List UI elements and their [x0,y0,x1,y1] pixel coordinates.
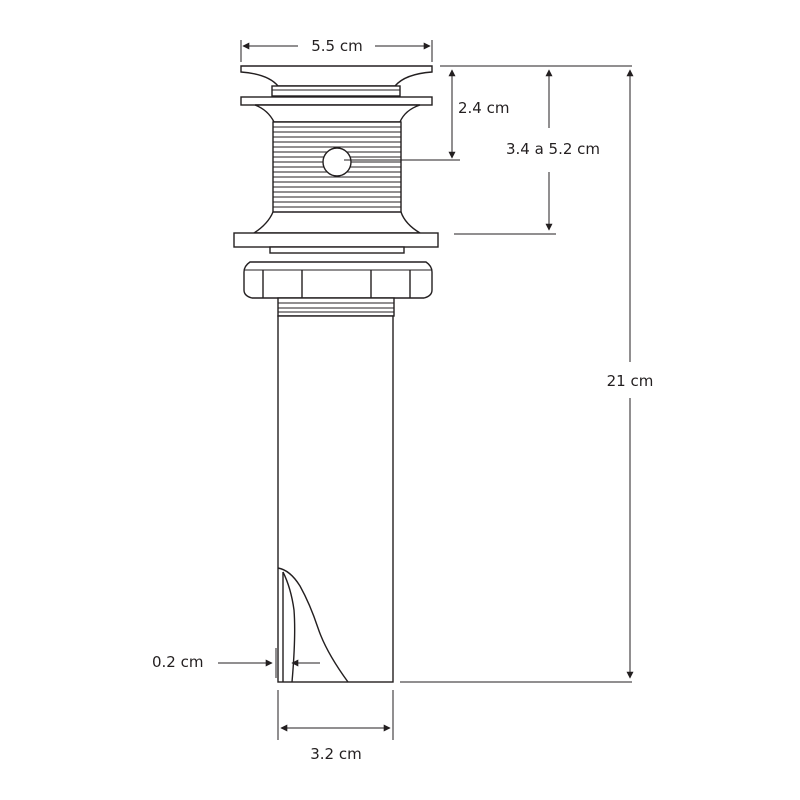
label-total-height: 21 cm [607,372,654,390]
stopper-neck [271,85,401,97]
dimension-lines [218,40,634,740]
overflow-hole [322,147,352,177]
flared-collar [254,104,421,123]
label-body-range: 3.4 a 5.2 cm [506,140,600,158]
lock-nut [243,261,433,299]
cutaway-section [277,567,349,683]
cutaway-inner-wall [282,571,296,683]
dimension-labels: 5.5 cm 2.4 cm 3.4 a 5.2 cm 21 cm 0.2 cm … [152,37,653,763]
lower-thread-section [277,297,395,317]
tail-pipe [277,315,394,683]
label-wall-thickness: 0.2 cm [152,653,203,671]
drain-assembly [233,65,439,683]
label-tube-width: 3.2 cm [310,745,361,763]
label-cap-height: 2.4 cm [458,99,509,117]
label-flange-width: 5.5 cm [311,37,362,55]
washer-rim [269,246,405,254]
body-skirt [251,211,423,234]
sink-washer [233,232,439,248]
upper-flange [240,96,433,106]
stopper-cap [240,65,433,87]
